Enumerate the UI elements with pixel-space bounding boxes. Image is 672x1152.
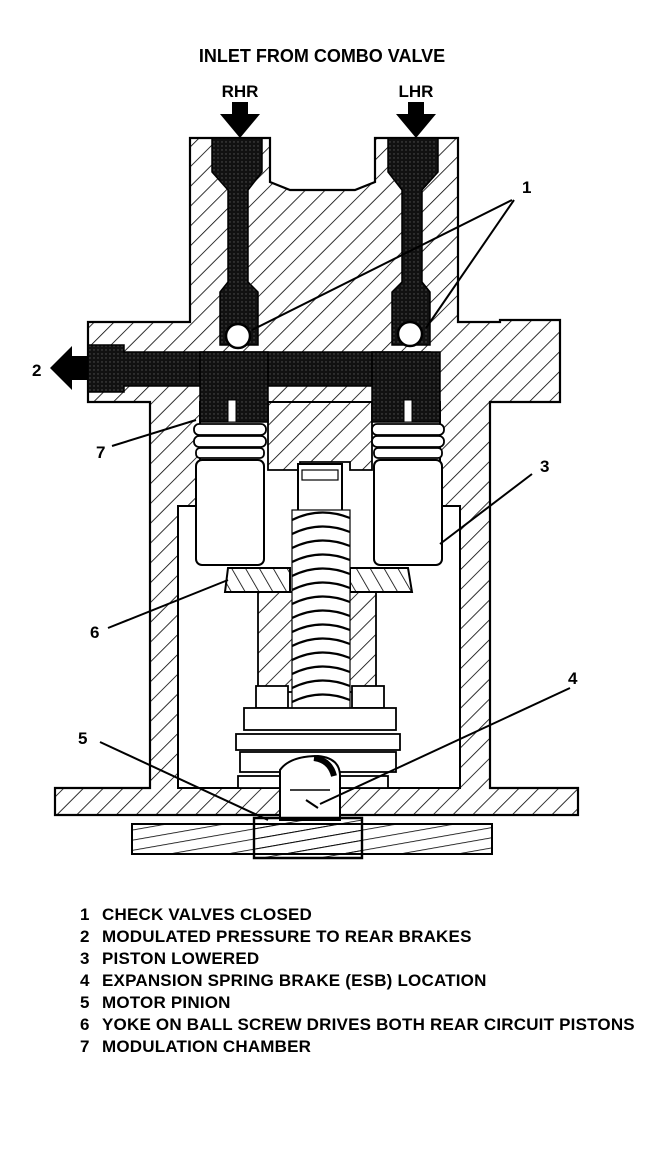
legend-item: 3 PISTON LOWERED (80, 948, 640, 970)
legend-number: 4 (80, 971, 90, 990)
legend-text: EXPANSION SPRING BRAKE (ESB) LOCATION (102, 971, 487, 990)
callout-3: 3 (540, 457, 549, 476)
legend-text: YOKE ON BALL SCREW DRIVES BOTH REAR CIRC… (102, 1015, 635, 1034)
legend-number: 7 (80, 1037, 90, 1056)
check-valve-ball-left (224, 322, 252, 350)
callout-7: 7 (96, 443, 105, 462)
inlet-arrow-lhr-icon (396, 102, 436, 138)
legend-text: MODULATED PRESSURE TO REAR BRAKES (102, 927, 472, 946)
callout-5: 5 (78, 729, 87, 748)
legend-item: 4 EXPANSION SPRING BRAKE (ESB) LOCATION (80, 970, 640, 992)
legend-item: 2 MODULATED PRESSURE TO REAR BRAKES (80, 926, 640, 948)
check-valve-ball-right (396, 320, 424, 348)
outlet-arrow-icon (50, 346, 88, 390)
legend-text: MODULATION CHAMBER (102, 1037, 312, 1056)
callout-2: 2 (32, 361, 41, 380)
legend-number: 2 (80, 927, 90, 946)
callout-1: 1 (522, 178, 531, 197)
legend-number: 6 (80, 1015, 90, 1034)
callout-6: 6 (90, 623, 99, 642)
legend-text: PISTON LOWERED (102, 949, 260, 968)
inlet-label-rhr: RHR (222, 82, 259, 101)
motor-pinion (131, 816, 493, 860)
legend-item: 6 YOKE ON BALL SCREW DRIVES BOTH REAR CI… (80, 1014, 640, 1036)
legend-text: MOTOR PINION (102, 993, 231, 1012)
valve-diagram: INLET FROM COMBO VALVE RHR LHR (32, 46, 580, 860)
legend-number: 3 (80, 949, 90, 968)
callout-4: 4 (568, 669, 578, 688)
inlet-label-lhr: LHR (399, 82, 434, 101)
esb-plunger (279, 754, 341, 821)
leader-lines (99, 199, 571, 821)
diagram-title: INLET FROM COMBO VALVE (199, 46, 445, 66)
legend-item: 7 MODULATION CHAMBER (80, 1036, 640, 1058)
piston-left (193, 423, 267, 566)
legend-number: 5 (80, 993, 90, 1012)
legend-item: 1 CHECK VALVES CLOSED (80, 904, 640, 926)
ball-screw (291, 463, 351, 711)
legend-number: 1 (80, 905, 90, 924)
legend-text: CHECK VALVES CLOSED (102, 905, 313, 924)
piston-right (371, 423, 445, 566)
inlet-arrow-rhr-icon (220, 102, 260, 138)
legend-item: 5 MOTOR PINION (80, 992, 640, 1014)
fluid-passages (87, 137, 441, 423)
yoke (223, 567, 414, 593)
legend: 1 CHECK VALVES CLOSED 2 MODULATED PRESSU… (80, 904, 640, 1058)
